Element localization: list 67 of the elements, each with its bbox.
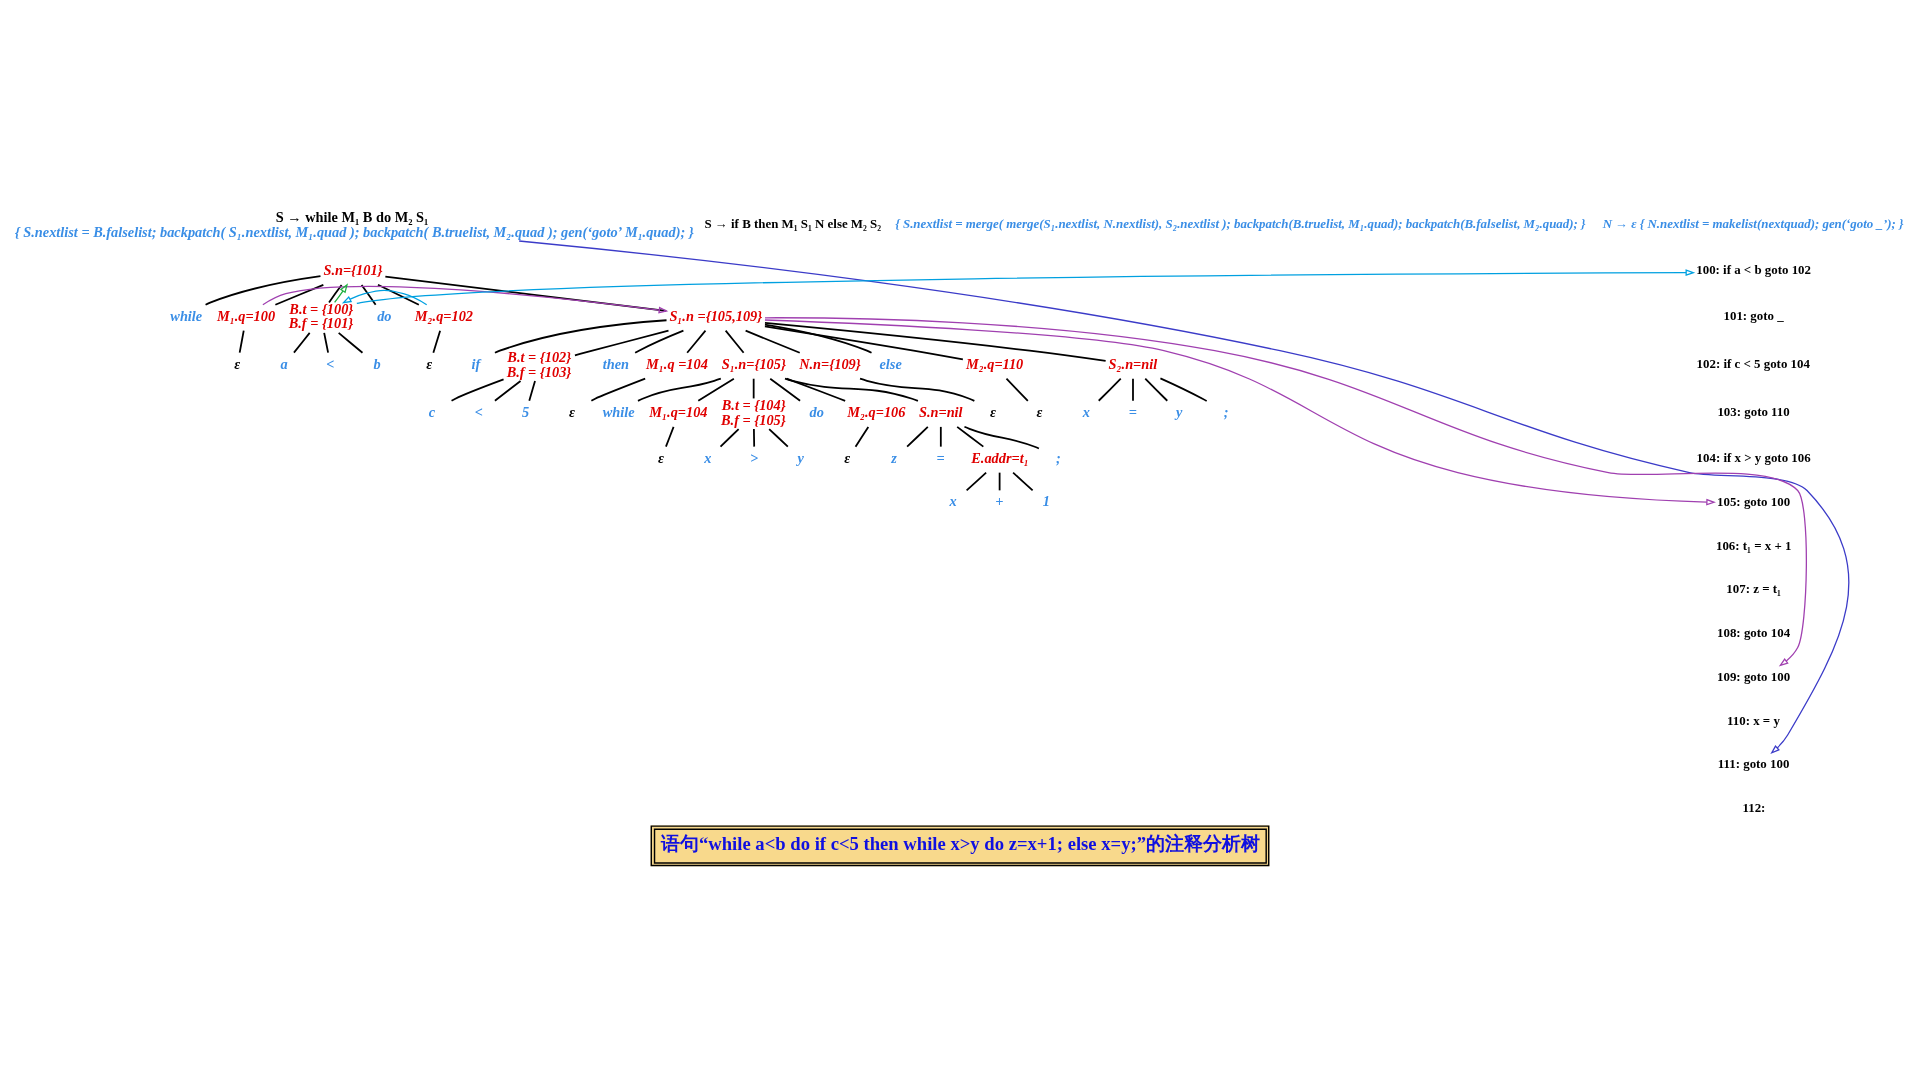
node-text: M₂.q=110 <box>965 355 1024 372</box>
node-text: 111: goto 100 <box>1717 757 1790 772</box>
node-text: y <box>797 449 804 466</box>
node-text: if <box>471 355 481 372</box>
node-text: < <box>474 403 483 420</box>
node-text: do <box>377 307 392 324</box>
label: { S.nextlist = merge( merge(S₁.nextlist, N.nextlist), S₂.nextlist ); backpatch(B.truelist, M₁.quad); backpatch(B.falselist, M₂.quad); } <box>895 217 1586 232</box>
node-text: < <box>326 355 335 372</box>
node-text: N.n={109} <box>799 355 861 372</box>
node-text: M₂.q=102 <box>414 307 473 324</box>
node-text: ε <box>1036 403 1043 420</box>
node-text: M₁.q=100 <box>216 307 276 324</box>
node-text: 102: if c < 5 goto 104 <box>1696 357 1810 372</box>
node-text: 107: z = t₁ <box>1726 582 1781 597</box>
node-text: while <box>602 403 635 420</box>
node-text: z <box>891 449 897 466</box>
node-text: B.t = {100} B.f = {101} <box>288 301 354 332</box>
node-text: 110: x = y <box>1727 713 1780 728</box>
node-text: + <box>995 493 1004 510</box>
node-text: E.addr=t₁ <box>971 449 1029 466</box>
node-text: 109: goto 100 <box>1717 669 1791 684</box>
node-text: M₁.q =104 <box>646 355 708 372</box>
node-text: 5 <box>522 403 530 420</box>
node-text: > <box>750 449 759 466</box>
node-text: S₁.n ={105,109} <box>669 307 763 324</box>
label: N → ε { N.nextlist = makelist(nextquad); gen(‘goto _’); } <box>1602 217 1904 232</box>
caption: 语句“while a<b do if c<5 then while x>y do z=x+1; else x=y;”的注释分析树 <box>660 832 1261 854</box>
node-text: S.n={101} <box>323 261 383 278</box>
node-text: S → while M₁ B do M₂ S₁ { S.nextlist = B.falselist; backpatch( S₁.nextlist, M₁.quad ); backpatch( B.truelist, M₂.quad ); gen(‘goto’ M₁.quad); } <box>14 209 694 240</box>
node-text: B.t = {104} B.f = {105} <box>721 397 786 428</box>
node-text: ; <box>1055 449 1061 466</box>
node-text: M₁.q=104 <box>649 403 708 420</box>
node-text: 108: goto 104 <box>1717 626 1791 641</box>
node-text: S₂.n=nil <box>1108 355 1158 372</box>
node-text: x <box>704 449 712 466</box>
node-text: c <box>428 403 436 420</box>
node-text: ε <box>234 355 241 372</box>
node-text: 100: if a < b goto 102 <box>1696 263 1812 278</box>
node-text: ε <box>989 403 996 420</box>
node-text: M₂.q=106 <box>847 403 906 420</box>
node-text: else <box>879 355 902 372</box>
node-text: ε <box>569 403 575 420</box>
node-text: 103: goto 110 <box>1717 405 1790 420</box>
node-text: = <box>1128 403 1137 420</box>
node-text: 101: goto _ <box>1723 309 1784 324</box>
node-text: y <box>1176 403 1183 420</box>
node-text: ε <box>844 449 851 466</box>
node-text: b <box>373 355 381 372</box>
node-text: S.n=nil <box>918 403 963 420</box>
node-text: then <box>602 355 629 372</box>
node-text: ; <box>1223 403 1229 420</box>
node-text: x <box>949 493 957 510</box>
node-text: while <box>170 307 203 324</box>
node-text: 1 <box>1042 493 1050 510</box>
node-text: 105: goto 100 <box>1717 494 1791 509</box>
node-text: ε <box>657 449 664 466</box>
node-text: = <box>936 449 945 466</box>
node-text: S₁.n={105} <box>721 355 786 372</box>
node-text: B.t = {102} B.f = {103} <box>506 349 572 380</box>
label: S → if B then M₁ S₁ N else M₂ S₂ <box>704 217 882 232</box>
node-text: a <box>280 355 288 372</box>
node-text: x <box>1082 403 1090 420</box>
node-text: ε <box>426 355 433 372</box>
node-text: 104: if x > y goto 106 <box>1696 451 1811 466</box>
node-text: 112: <box>1742 801 1766 816</box>
node-text: do <box>809 403 824 420</box>
node-text: 106: t₁ = x + 1 <box>1715 538 1792 553</box>
